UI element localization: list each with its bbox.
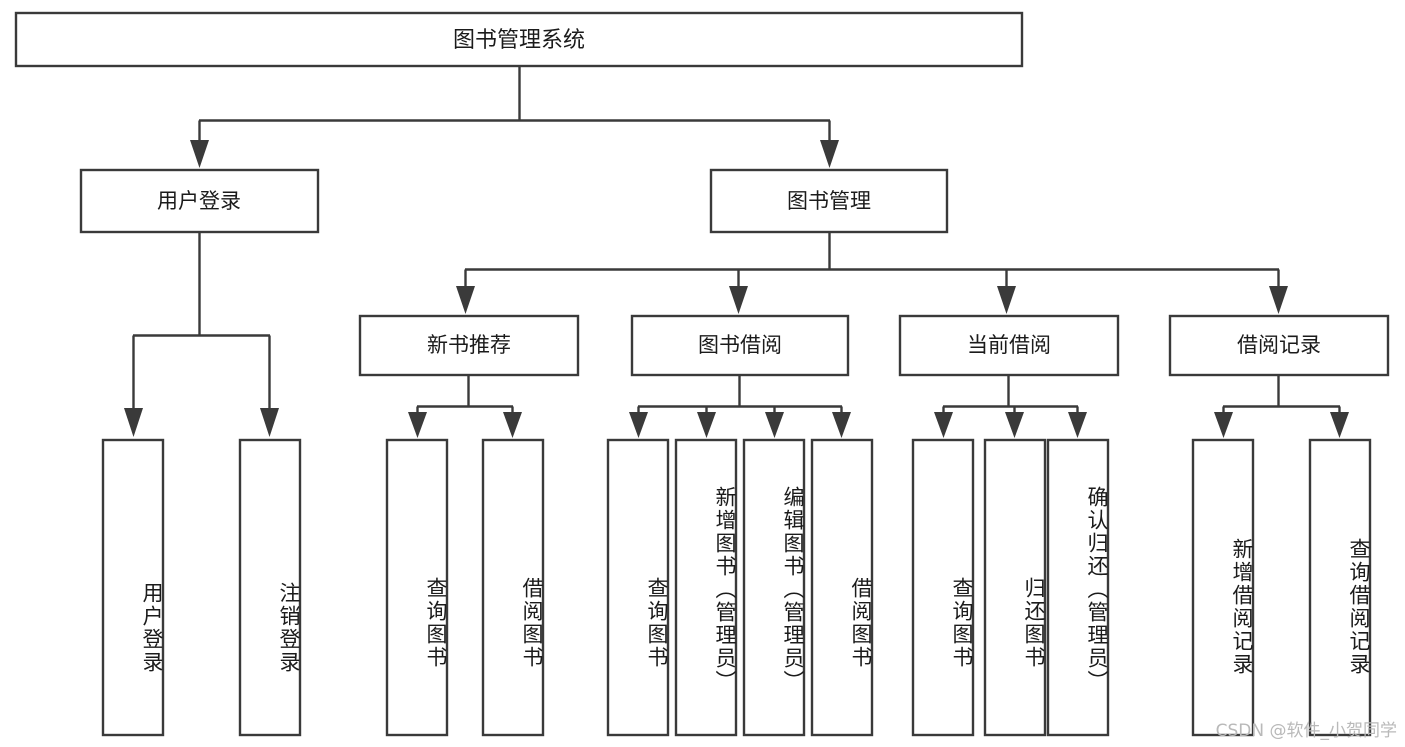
leaf-query-book-3-box[interactable] xyxy=(911,438,975,737)
connector-group-current-borrow xyxy=(934,375,1087,438)
node-book-borrow[interactable]: 图书借阅 xyxy=(630,314,850,377)
leaf-user-login-box[interactable] xyxy=(101,438,165,737)
node-root-label: 图书管理系统 xyxy=(453,28,585,53)
leaf-logout-box[interactable] xyxy=(238,438,302,737)
node-current-borrow[interactable]: 当前借阅 xyxy=(898,314,1120,377)
leaf-edit-book-box[interactable] xyxy=(742,438,806,737)
node-new-book-recommend[interactable]: 新书推荐 xyxy=(358,314,580,377)
node-new-book-recommend-label: 新书推荐 xyxy=(427,333,511,357)
connector-group-user-login xyxy=(124,232,279,437)
node-user-login[interactable]: 用户登录 xyxy=(79,168,320,234)
leaf-query-book-2-box[interactable] xyxy=(606,438,670,737)
arrow-head-leaf-return-book xyxy=(1005,412,1024,438)
arrow-head-leaf-logout xyxy=(260,408,279,437)
node-current-borrow-box xyxy=(898,314,1120,377)
arrow-head-user-login xyxy=(190,140,209,168)
arrow-head-new-book-recommend xyxy=(456,286,475,314)
node-book-borrow-box xyxy=(630,314,850,377)
arrow-head-leaf-query-record xyxy=(1330,412,1349,438)
arrow-head-leaf-edit-book xyxy=(765,412,784,438)
leaf-boxes-group xyxy=(101,438,1372,737)
node-book-manage-box xyxy=(709,168,949,234)
node-book-borrow-label: 图书借阅 xyxy=(698,333,782,357)
node-root-box xyxy=(14,11,1024,68)
arrow-head-leaf-add-record xyxy=(1214,412,1233,438)
arrow-head-leaf-borrow-book-1 xyxy=(503,412,522,438)
leaf-return-book-box[interactable] xyxy=(983,438,1047,737)
arrow-head-leaf-query-book-3 xyxy=(934,412,953,438)
arrow-head-leaf-user-login xyxy=(124,408,143,437)
leaf-borrow-book-2-box[interactable] xyxy=(810,438,874,737)
node-user-login-box xyxy=(79,168,320,234)
leaf-confirm-return-box[interactable] xyxy=(1046,438,1110,737)
connector-group-new-book-recommend xyxy=(408,375,522,438)
node-book-manage[interactable]: 图书管理 xyxy=(709,168,949,234)
node-borrow-record-label: 借阅记录 xyxy=(1237,333,1321,357)
node-borrow-record[interactable]: 借阅记录 xyxy=(1168,314,1390,377)
node-borrow-record-box xyxy=(1168,314,1390,377)
connector-group-root xyxy=(190,66,839,168)
connector-group-book-manage xyxy=(456,232,1288,314)
node-root[interactable]: 图书管理系统 xyxy=(14,11,1024,68)
node-book-manage-label: 图书管理 xyxy=(787,189,871,213)
connector-group-borrow-record xyxy=(1214,375,1349,438)
arrow-head-leaf-query-book-2 xyxy=(629,412,648,438)
node-user-login-label: 用户登录 xyxy=(157,189,241,213)
arrow-head-book-borrow xyxy=(729,286,748,314)
node-new-book-recommend-box xyxy=(358,314,580,377)
leaf-query-book-1-box[interactable] xyxy=(385,438,449,737)
arrow-head-leaf-confirm-return xyxy=(1068,412,1087,438)
leaf-add-record-box[interactable] xyxy=(1191,438,1255,737)
leaf-add-book-box[interactable] xyxy=(674,438,738,737)
arrow-head-current-borrow xyxy=(997,286,1016,314)
node-current-borrow-label: 当前借阅 xyxy=(967,333,1051,357)
connector-group-book-borrow xyxy=(629,375,851,438)
arrow-head-borrow-record xyxy=(1269,286,1288,314)
arrow-head-leaf-add-book xyxy=(697,412,716,438)
arrow-head-leaf-borrow-book-2 xyxy=(832,412,851,438)
arrow-head-book-manage xyxy=(820,140,839,168)
leaf-query-record-box[interactable] xyxy=(1308,438,1372,737)
leaf-borrow-book-1-box[interactable] xyxy=(481,438,545,737)
arrow-head-leaf-query-book-1 xyxy=(408,412,427,438)
watermark-text: CSDN @软件_小贺同学 xyxy=(1215,721,1397,741)
